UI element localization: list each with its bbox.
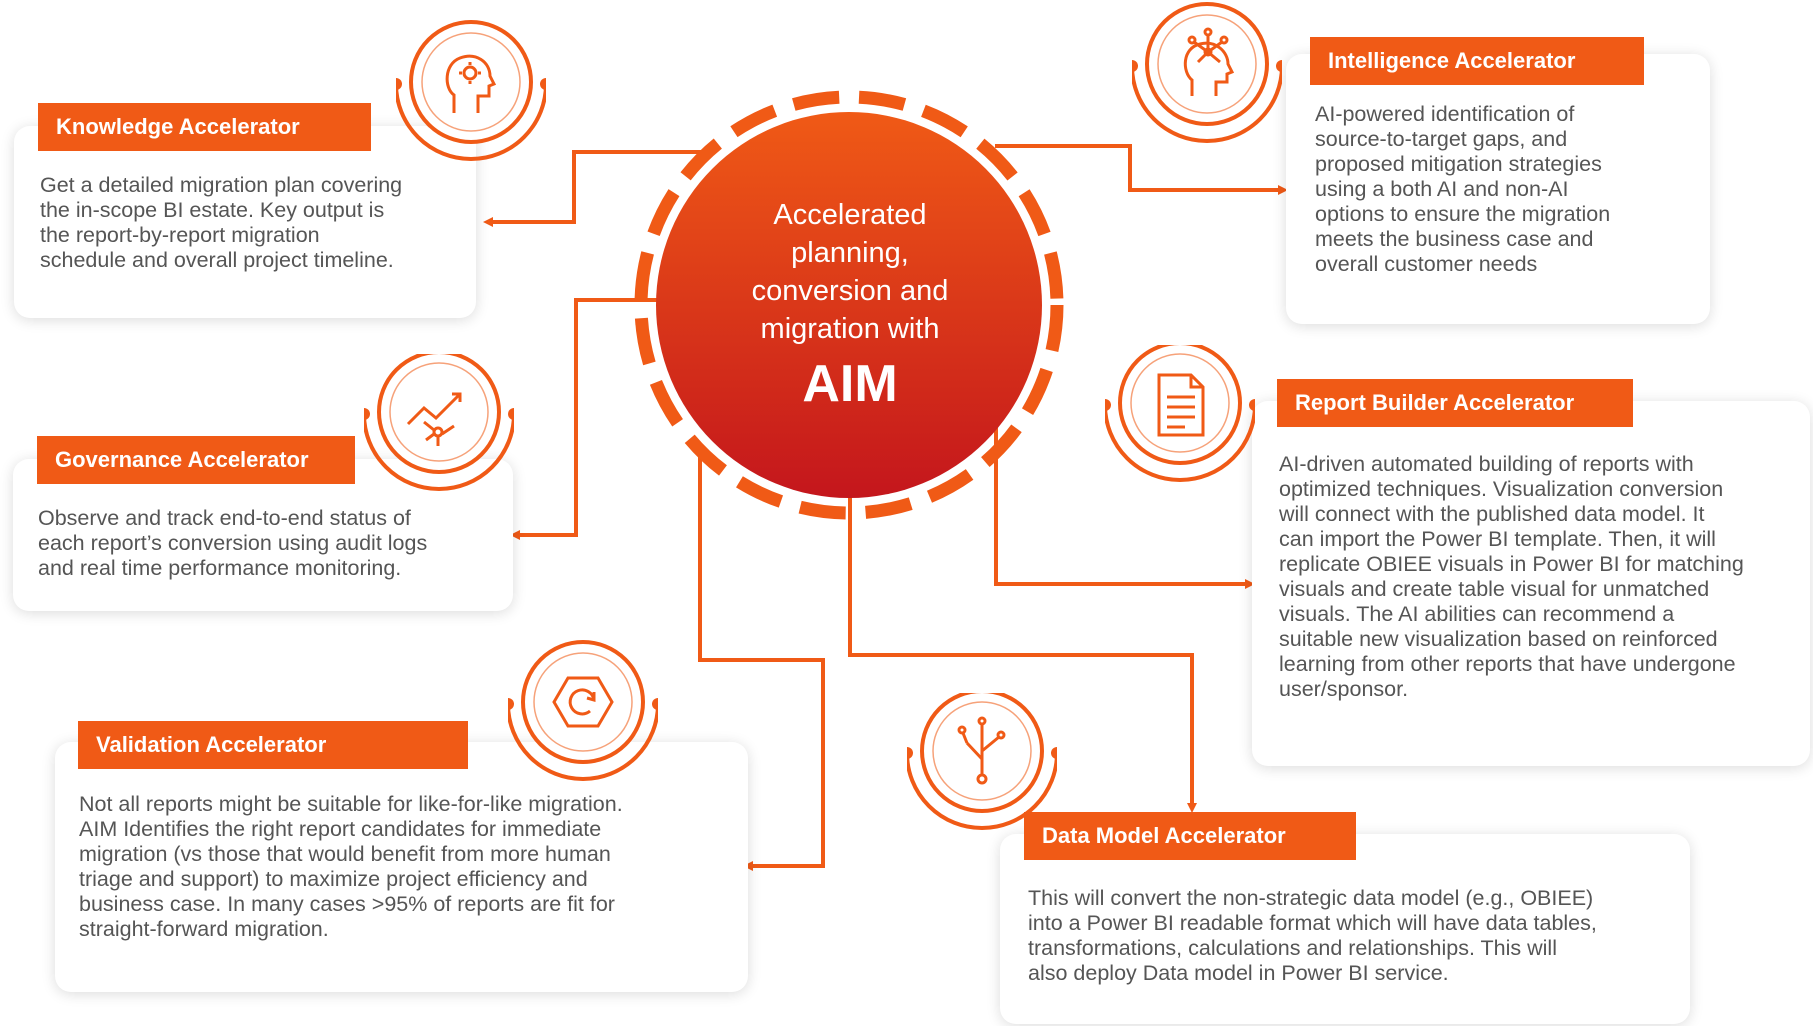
document-icon: [1157, 373, 1205, 437]
data-model-card: [1000, 834, 1690, 1024]
hub-title: AIM: [802, 355, 898, 413]
governance-icon-badge: [364, 354, 514, 504]
hexagon-refresh-icon: [552, 676, 614, 728]
hub-caption: Accelerated planning, conversion and mig…: [751, 199, 949, 345]
intelligence-card: [1286, 54, 1710, 324]
governance-text: Observe and track end-to-end status of e…: [38, 506, 428, 580]
knowledge-text: Get a detailed migration plan covering t…: [40, 173, 403, 272]
connector-knowledge: [483, 150, 712, 227]
data-model-text: This will convert the non-strategic data…: [1028, 886, 1597, 985]
knowledge-title: Knowledge Accelerator: [38, 103, 371, 151]
branch-icon: [957, 716, 1006, 785]
knowledge-icon-badge: [396, 18, 546, 168]
validation-card: [55, 742, 748, 992]
connector-validation: [698, 456, 825, 871]
validation-title: Validation Accelerator: [78, 721, 468, 769]
validation-icon-badge: [508, 640, 658, 790]
governance-card: [13, 459, 513, 611]
data-model-icon-badge: [907, 693, 1057, 843]
connector-governance: [510, 298, 660, 540]
report-builder-icon-badge: [1105, 345, 1255, 495]
report-builder-text: AI-driven automated building of reports …: [1279, 452, 1744, 701]
governance-title: Governance Accelerator: [37, 436, 355, 484]
head-network-icon: [1183, 27, 1235, 96]
intelligence-text: AI-powered identification of source-to-t…: [1315, 102, 1611, 276]
validation-text: Not all reports might be suitable for li…: [79, 792, 623, 941]
data-model-title: Data Model Accelerator: [1024, 812, 1356, 860]
head-gear-icon: [445, 54, 497, 113]
knowledge-card: [14, 126, 476, 318]
trend-network-icon: [406, 392, 462, 446]
hub-circle: [656, 112, 1042, 498]
connector-data-model: [848, 495, 1197, 813]
hub-dashed-ring: [634, 90, 1064, 520]
intelligence-icon-badge: [1132, 0, 1282, 150]
report-builder-card: [1252, 401, 1810, 766]
connector-intelligence: [995, 144, 1288, 195]
hub-label: Accelerated planning, conversion and mig…: [700, 196, 1000, 412]
report-builder-title: Report Builder Accelerator: [1277, 379, 1633, 427]
intelligence-title: Intelligence Accelerator: [1310, 37, 1644, 85]
